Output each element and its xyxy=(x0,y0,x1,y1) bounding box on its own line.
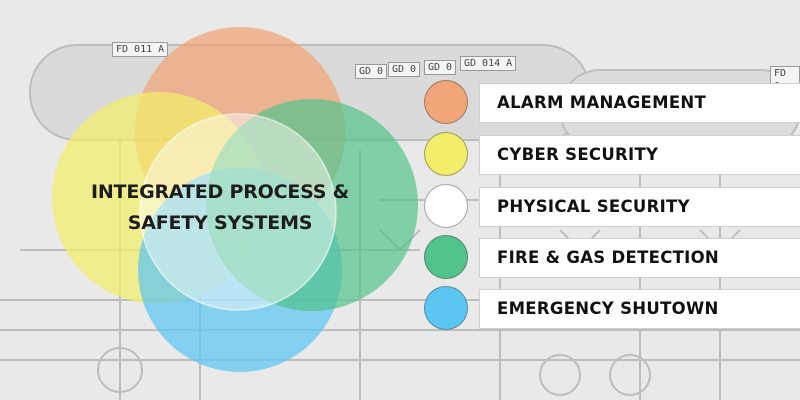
equipment-tag: GD 0 xyxy=(355,64,388,79)
legend-color-swatch xyxy=(424,132,468,176)
legend-label: CYBER SECURITY xyxy=(497,145,659,164)
legend-label: PHYSICAL SECURITY xyxy=(497,197,690,216)
center-title-line: INTEGRATED PROCESS & xyxy=(90,181,350,203)
venn-circle-fire-gas-detection xyxy=(206,99,418,311)
legend-label-box xyxy=(479,187,800,227)
equipment-tag: GD 0 xyxy=(388,62,421,77)
legend-label-box xyxy=(479,238,800,278)
legend-color-swatch xyxy=(424,235,468,279)
center-title: INTEGRATED PROCESS & SAFETY SYSTEMS xyxy=(60,177,380,239)
legend-label: EMERGENCY SHUTOWN xyxy=(497,299,719,318)
legend-item-alarm-management: ALARM MANAGEMENT xyxy=(424,80,800,126)
legend-label-box xyxy=(479,289,800,329)
venn-circle-physical-security xyxy=(139,113,337,311)
equipment-tag: GD 0 xyxy=(424,60,457,75)
legend-color-swatch xyxy=(424,184,468,228)
legend-item-cyber-security: CYBER SECURITY xyxy=(424,132,800,178)
legend-item-physical-security: PHYSICAL SECURITY xyxy=(424,184,800,230)
legend-color-swatch xyxy=(424,286,468,330)
center-title-line: SAFETY SYSTEMS xyxy=(127,212,313,234)
legend-item-emergency-shutdown: EMERGENCY SHUTOWN xyxy=(424,286,800,332)
legend-label-box xyxy=(479,83,800,123)
equipment-tag: FD 011 A xyxy=(112,42,169,57)
equipment-tag: GD 014 A xyxy=(460,56,517,71)
legend-label: ALARM MANAGEMENT xyxy=(497,93,707,112)
legend-label-box xyxy=(479,135,800,175)
legend-label: FIRE & GAS DETECTION xyxy=(497,248,720,267)
legend-color-swatch xyxy=(424,80,468,124)
venn-diagram xyxy=(52,27,418,372)
legend-item-fire-gas-detection: FIRE & GAS DETECTION xyxy=(424,235,800,281)
